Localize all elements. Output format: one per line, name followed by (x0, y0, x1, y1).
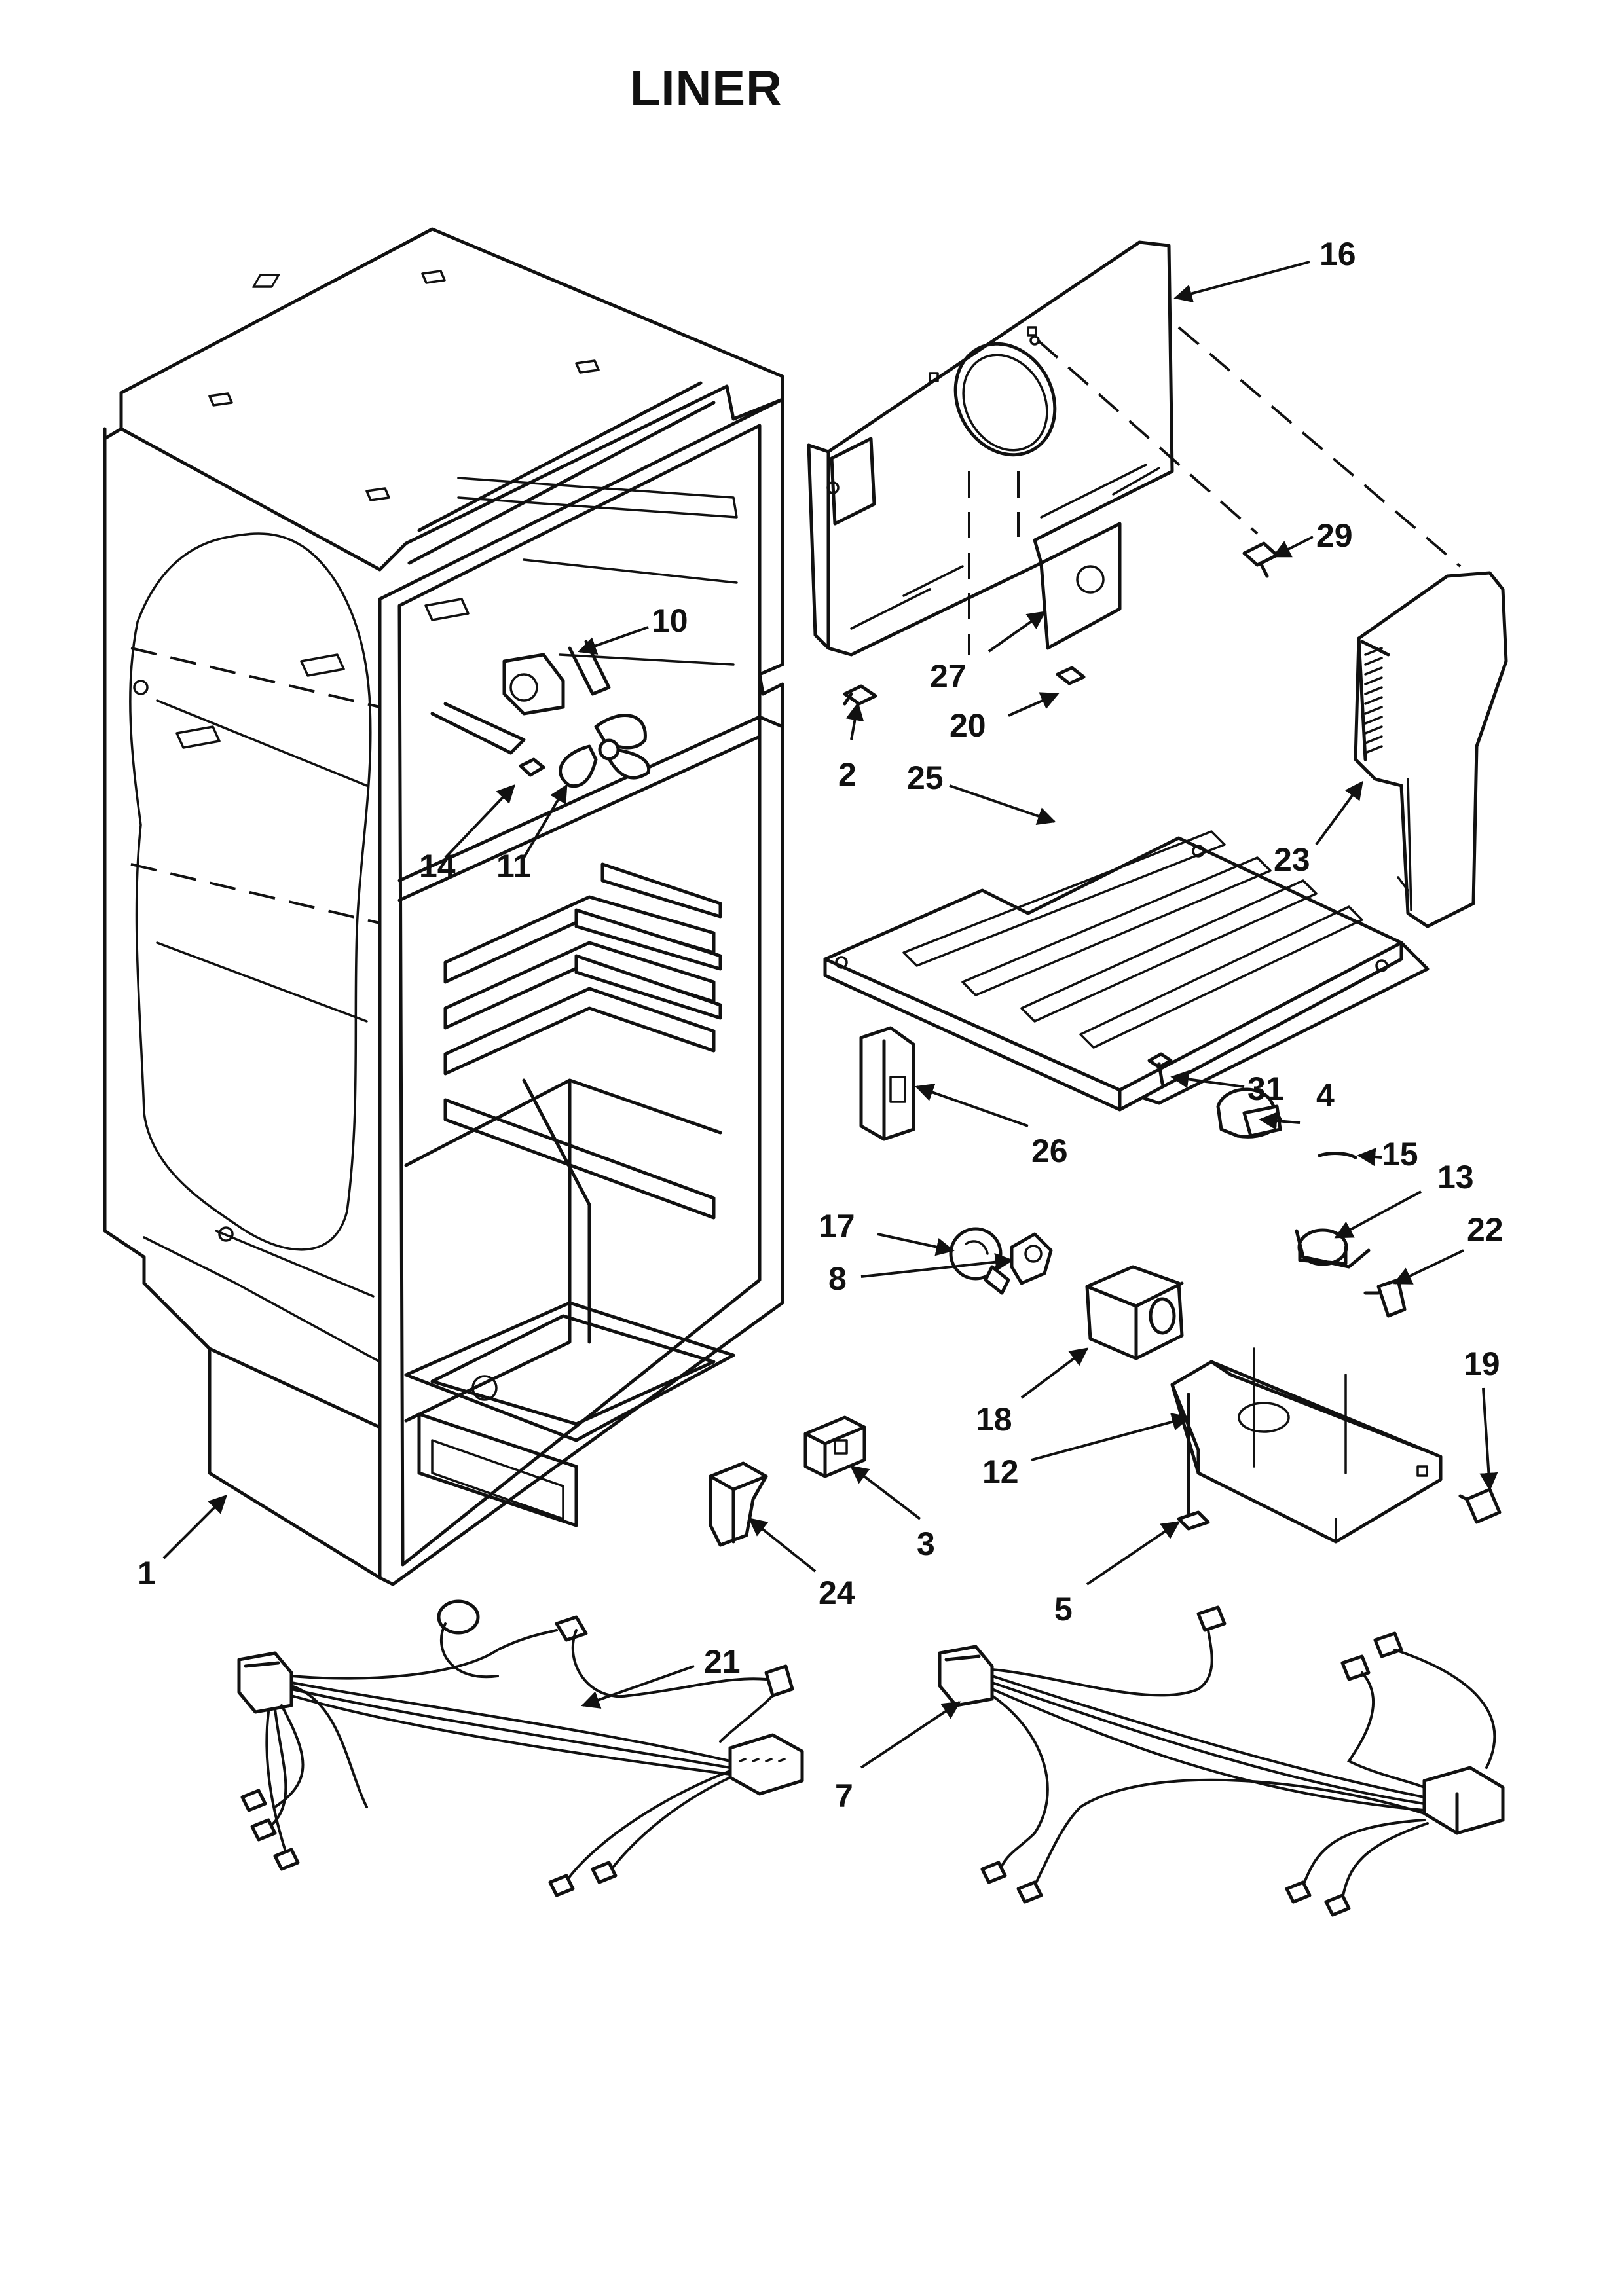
callout-22: 22 (1467, 1211, 1504, 1248)
callout-23: 23 (1274, 841, 1310, 878)
callout-14: 14 (419, 848, 456, 884)
callout-12: 12 (982, 1453, 1019, 1490)
switch-22 (1363, 1278, 1407, 1318)
screw-2 (843, 684, 877, 706)
callout-13: 13 (1437, 1159, 1474, 1195)
control-tray-12 (1170, 1347, 1443, 1544)
page-title: LINER (630, 61, 783, 117)
switch-3 (803, 1415, 866, 1478)
light-switch-24 (709, 1461, 768, 1547)
callout-5: 5 (1054, 1591, 1073, 1628)
switch-26 (859, 1026, 915, 1141)
callout-27: 27 (930, 658, 967, 695)
callout-3: 3 (917, 1525, 935, 1562)
shelf (823, 830, 1430, 1112)
callout-21: 21 (704, 1643, 741, 1680)
callout-2: 2 (838, 756, 857, 793)
callout-18: 18 (976, 1401, 1012, 1438)
callout-labels: 16 10 29 27 20 2 25 23 14 11 31 4 26 15 … (138, 236, 1504, 1814)
callout-26: 26 (1031, 1133, 1068, 1169)
callout-4: 4 (1316, 1077, 1335, 1114)
callout-11: 11 (496, 848, 531, 884)
callout-16: 16 (1320, 236, 1356, 272)
callout-20: 20 (950, 707, 986, 744)
callout-15: 15 (1382, 1136, 1418, 1173)
screw-20 (1056, 666, 1086, 685)
callout-29: 29 (1316, 517, 1353, 554)
callout-10: 10 (652, 602, 688, 639)
callout-19: 19 (1464, 1345, 1500, 1382)
callout-17: 17 (819, 1208, 855, 1245)
socket-8 (1010, 1232, 1053, 1285)
duct-plate (807, 240, 1462, 657)
control-housing (1354, 571, 1508, 928)
callout-1: 1 (138, 1555, 156, 1592)
callout-24: 24 (819, 1575, 855, 1611)
wire-harness-7 (938, 1605, 1505, 1917)
tube-15 (1318, 1152, 1357, 1159)
liner-cabinet (103, 227, 784, 1586)
callout-31: 31 (1247, 1070, 1284, 1107)
callout-25: 25 (907, 759, 944, 796)
callout-7: 7 (835, 1777, 853, 1814)
leader-lines (162, 261, 1498, 1769)
callout-8: 8 (828, 1260, 847, 1297)
screw-29 (1242, 541, 1279, 578)
wire-harness-21 (237, 1599, 804, 1897)
thermostat-13 (1295, 1228, 1371, 1269)
light-shield-18 (1085, 1265, 1184, 1360)
connector-19 (1458, 1487, 1502, 1524)
